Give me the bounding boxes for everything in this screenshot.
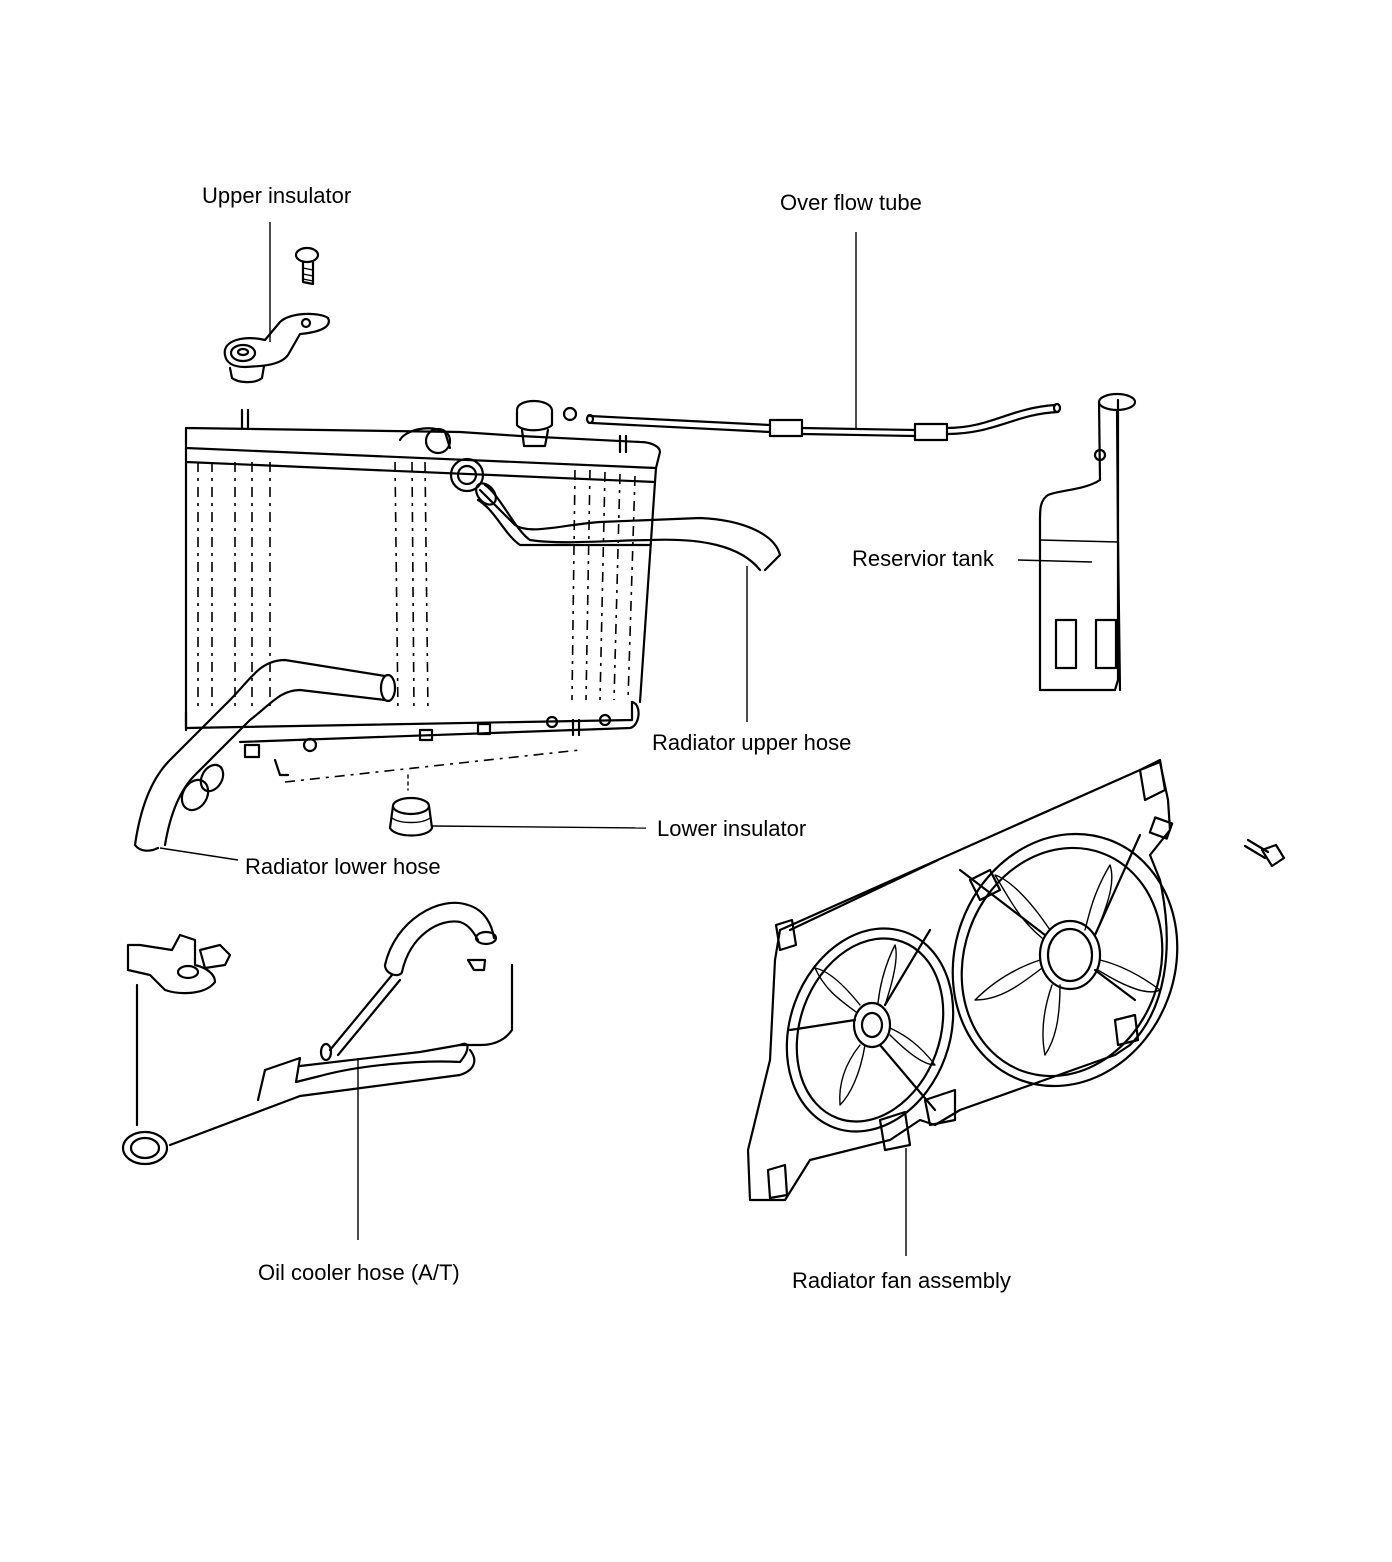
lower-insulator-label: Lower insulator xyxy=(657,816,807,841)
radiator-upper-hose-label: Radiator upper hose xyxy=(652,730,852,755)
reservoir-tank-part xyxy=(1038,392,1137,692)
lower-insulator-part xyxy=(388,774,434,837)
radiator-lower-hose-label: Radiator lower hose xyxy=(245,854,441,879)
radiator-fan-assembly-part xyxy=(746,758,1286,1202)
radiator-fan-assembly-label: Radiator fan assembly xyxy=(792,1268,1011,1293)
upper-insulator-bolt xyxy=(294,246,320,286)
fan-bolt xyxy=(1243,838,1286,868)
lower-hose-leader xyxy=(159,847,239,861)
over-flow-tube-label: Over flow tube xyxy=(780,190,922,215)
radiator-part xyxy=(184,399,662,783)
radiator-upper-hose-part xyxy=(475,482,782,572)
upper-insulator-label: Upper insulator xyxy=(202,183,352,208)
radiator-lower-hose-part xyxy=(133,658,397,852)
reservoir-tank-label: Reservior tank xyxy=(852,546,994,571)
lower-insulator-leader xyxy=(431,825,647,829)
reservoir-tank-leader xyxy=(1017,559,1093,563)
over-flow-tube-part xyxy=(585,402,1062,442)
upper-insulator-part xyxy=(223,246,330,384)
oil-cooler-hose-label: Oil cooler hose (A/T) xyxy=(258,1260,460,1285)
oil-cooler-hose-part xyxy=(121,901,514,1166)
